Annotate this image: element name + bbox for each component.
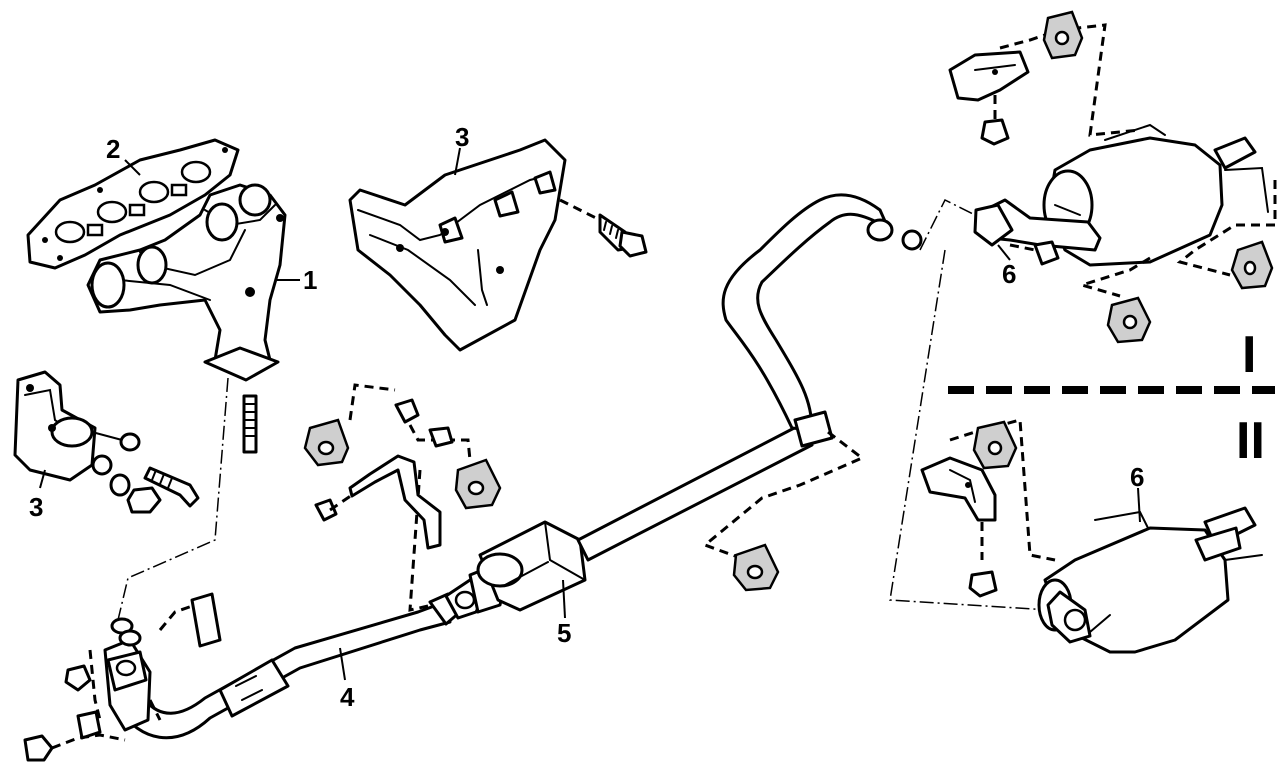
callout-label: 3 [29, 492, 43, 522]
center-hanger-assembly [303, 383, 502, 612]
front-pipe-fasteners [23, 592, 222, 762]
callout-label: 6 [1130, 462, 1144, 492]
callout-label: 6 [1002, 259, 1016, 289]
section-label-ii: II [1236, 412, 1265, 470]
catalytic-converter [444, 520, 587, 620]
heat-shield-fasteners [91, 431, 200, 514]
variant-1-hangers [948, 10, 1277, 344]
manifold-gasket [26, 138, 240, 270]
leader-lines [39, 147, 1141, 681]
callout-label: 4 [340, 682, 355, 712]
front-pipe [103, 592, 462, 740]
heat-shield-bolt [559, 198, 648, 258]
callout-label: 2 [106, 134, 120, 164]
mid-pipe [576, 193, 923, 592]
variant-2-hangers [920, 418, 1056, 598]
rear-muffler-variant-1 [973, 123, 1269, 267]
callout-label: 1 [303, 265, 317, 295]
rear-muffler-variant-2 [1037, 506, 1263, 654]
callout-label: 3 [455, 122, 469, 152]
heat-shield-upper [348, 138, 567, 352]
manifold-stud [242, 394, 258, 454]
section-label-i: I [1242, 326, 1256, 384]
callout-label: 5 [557, 618, 571, 648]
heat-shield-lower [13, 370, 97, 482]
exhaust-manifold [86, 183, 287, 382]
assembly-guide-lines [117, 198, 1059, 621]
